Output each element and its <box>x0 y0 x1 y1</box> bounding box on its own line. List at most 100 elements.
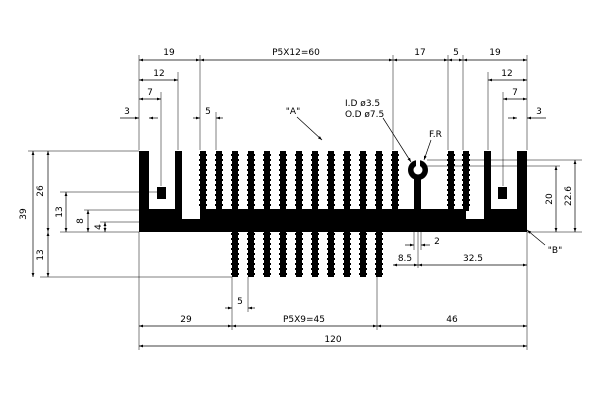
top-fin-rib <box>462 179 470 181</box>
bottom-fin-rib <box>311 243 319 245</box>
fr-note: F.R <box>429 130 442 140</box>
bottom-fins <box>231 230 383 277</box>
top-fin-rib <box>375 179 383 181</box>
top-fin-rib <box>231 179 239 181</box>
top-fin-rib <box>247 194 255 196</box>
bottom-fin-rib <box>375 243 383 245</box>
top-fin-rib <box>375 169 383 171</box>
top-fin-rib <box>391 164 399 166</box>
top-fin-rib <box>231 194 239 196</box>
top-fin-rib <box>247 174 255 176</box>
bottom-fin-rib <box>375 248 383 250</box>
top-fin-rib <box>231 174 239 176</box>
top-fin-rib <box>359 199 367 201</box>
bottom-fin-rib <box>295 238 303 240</box>
top-fin-rib <box>375 189 383 191</box>
bottom-fin-rib <box>311 273 319 275</box>
bottom-fin-rib <box>343 273 351 275</box>
bottom-fin-rib <box>247 253 255 255</box>
bottom-fin-rib <box>263 258 271 260</box>
top-fin-rib <box>343 174 351 176</box>
top-fin-rib <box>447 194 455 196</box>
top-fin-rib <box>447 169 455 171</box>
bottom-fin-rib <box>295 253 303 255</box>
top-fin-rib <box>247 204 255 206</box>
top-fin-rib <box>215 204 223 206</box>
top-fin-rib <box>327 174 335 176</box>
top-fin-rib <box>447 184 455 186</box>
top-fin-rib <box>295 159 303 161</box>
top-fin-rib <box>311 184 319 186</box>
top-fin-rib <box>263 174 271 176</box>
top-fin-rib <box>263 204 271 206</box>
od-note: O.D ø7.5 <box>345 110 384 120</box>
top-fin-rib <box>231 189 239 191</box>
top-fin-rib <box>375 184 383 186</box>
callout-a: "A" <box>286 107 300 117</box>
bottom-fin-rib <box>343 233 351 235</box>
top-fin-rib <box>343 184 351 186</box>
bottom-fin-rib <box>295 248 303 250</box>
top-fin-rib <box>231 184 239 186</box>
top-fin-rib <box>263 159 271 161</box>
top-fin-rib <box>247 199 255 201</box>
bottom-fin-rib <box>359 253 367 255</box>
top-fin-rib <box>343 199 351 201</box>
top-fin-rib <box>375 164 383 166</box>
top-fin-rib <box>359 179 367 181</box>
top-fin-rib <box>343 164 351 166</box>
top-fin-rib <box>263 179 271 181</box>
bottom-fin-rib <box>359 258 367 260</box>
bottom-fin-rib <box>311 263 319 265</box>
top-fin-rib <box>263 164 271 166</box>
top-fin-rib <box>279 164 287 166</box>
dim-3-left: 3 <box>124 107 130 117</box>
top-fin-rib <box>199 164 207 166</box>
bottom-fin-rib <box>359 243 367 245</box>
top-fin-rib <box>199 159 207 161</box>
top-fin-rib <box>215 159 223 161</box>
dimension-labels: 19 P5X12=60 17 5 19 12 12 7 7 3 3 5 "A" … <box>19 48 574 345</box>
extension-lines <box>28 55 582 350</box>
top-fin-rib <box>391 159 399 161</box>
id-note: I.D ø3.5 <box>345 99 380 109</box>
bottom-fin-rib <box>375 253 383 255</box>
tube-stem <box>414 178 421 212</box>
top-fin-rib <box>215 189 223 191</box>
bottom-fin-rib <box>263 268 271 270</box>
top-fin-rib <box>279 204 287 206</box>
top-fin-rib <box>447 174 455 176</box>
bottom-fin-rib <box>359 233 367 235</box>
dim-8-5: 8.5 <box>398 254 412 264</box>
left-inner-fin <box>175 151 182 215</box>
bottom-fin-rib <box>247 258 255 260</box>
top-fin-rib <box>343 204 351 206</box>
bottom-fin-rib <box>263 253 271 255</box>
top-fin-rib <box>343 189 351 191</box>
top-fin-rib <box>231 204 239 206</box>
left-wall <box>139 151 149 211</box>
top-fin-rib <box>263 184 271 186</box>
top-fin-rib <box>199 189 207 191</box>
bottom-fin-rib <box>375 238 383 240</box>
top-fin-rib <box>231 164 239 166</box>
top-fin-rib <box>462 154 470 156</box>
top-fin-rib <box>215 179 223 181</box>
bottom-fin-rib <box>311 258 319 260</box>
heatsink-body <box>139 151 527 232</box>
top-fin-rib <box>199 174 207 176</box>
top-fin-rib <box>295 204 303 206</box>
top-fin-rib <box>231 169 239 171</box>
top-fin-rib <box>391 204 399 206</box>
top-fin-rib <box>295 169 303 171</box>
top-fin-rib <box>295 194 303 196</box>
bottom-fin-rib <box>311 253 319 255</box>
bottom-fin-rib <box>311 268 319 270</box>
top-fin-rib <box>279 179 287 181</box>
top-fin-rib <box>311 154 319 156</box>
dimension-lines <box>31 58 577 348</box>
top-fin-rib <box>343 179 351 181</box>
bottom-fin-rib <box>295 268 303 270</box>
top-fin-rib <box>462 199 470 201</box>
bottom-fin-rib <box>375 258 383 260</box>
